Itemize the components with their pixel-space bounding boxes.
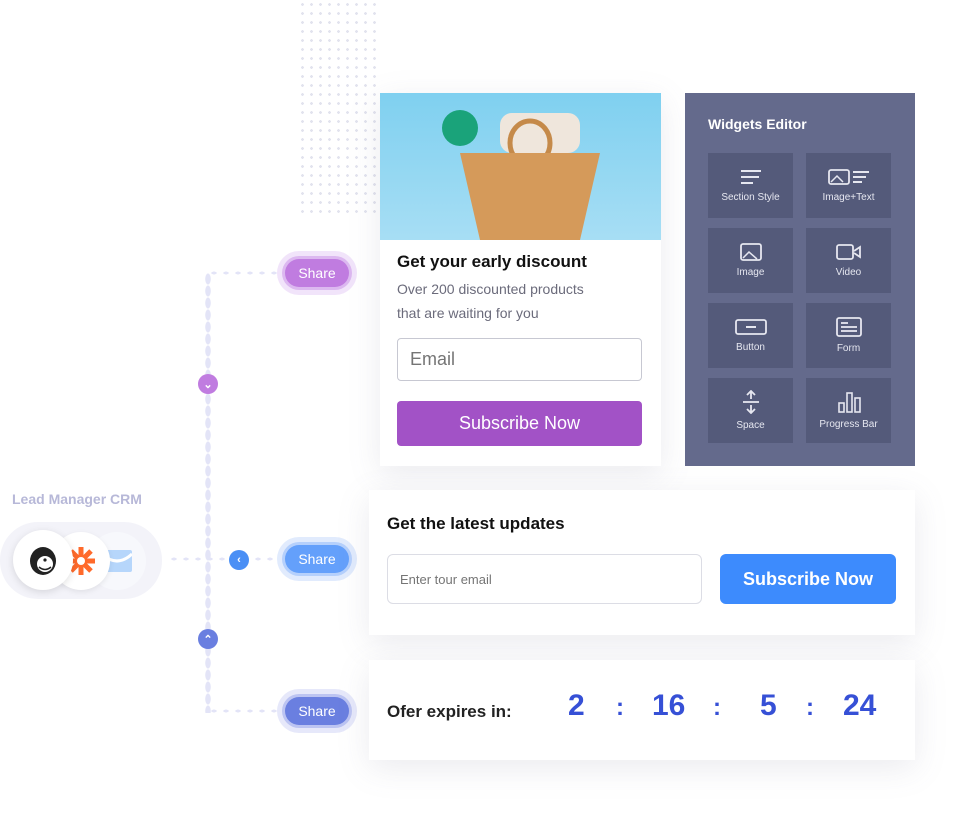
updates-title: Get the latest updates bbox=[387, 514, 565, 533]
share-button-top[interactable]: Share bbox=[285, 259, 349, 287]
connector-line-middle bbox=[168, 556, 280, 562]
widget-video[interactable]: Video bbox=[806, 228, 891, 293]
updates-card: Get the latest updates Subscribe Now bbox=[369, 490, 915, 635]
countdown-card bbox=[369, 660, 915, 760]
updates-subscribe-button[interactable]: Subscribe Now bbox=[720, 554, 896, 604]
crm-integrations bbox=[0, 522, 162, 599]
promo-desc-line2: that are waiting for you bbox=[397, 305, 539, 321]
promo-email-input[interactable] bbox=[397, 338, 642, 381]
widget-label: Button bbox=[736, 342, 765, 353]
connector-line-bottom bbox=[208, 708, 280, 714]
share-halo-top: Share bbox=[277, 251, 357, 295]
progress-bar-icon bbox=[837, 392, 861, 413]
widget-image[interactable]: Image bbox=[708, 228, 793, 293]
image-text-icon bbox=[827, 169, 869, 185]
form-icon bbox=[835, 317, 862, 337]
countdown-seconds: 24 bbox=[843, 689, 877, 722]
widget-progress-bar[interactable]: Progress Bar bbox=[806, 378, 891, 443]
widget-label: Progress Bar bbox=[819, 419, 878, 430]
promo-subscribe-button[interactable]: Subscribe Now bbox=[397, 401, 642, 446]
countdown-hours: 16 bbox=[652, 689, 686, 722]
share-halo-bottom: Share bbox=[277, 689, 357, 733]
video-icon bbox=[835, 244, 861, 260]
widget-image-text[interactable]: Image+Text bbox=[806, 153, 891, 218]
countdown-minutes: 5 bbox=[760, 689, 777, 722]
mailchimp-icon bbox=[13, 530, 73, 590]
widget-section-style[interactable]: Section Style bbox=[708, 153, 793, 218]
share-button-middle[interactable]: Share bbox=[285, 545, 349, 573]
countdown-separator: : bbox=[806, 694, 814, 721]
countdown-separator: : bbox=[713, 694, 721, 721]
share-button-bottom[interactable]: Share bbox=[285, 697, 349, 725]
chevron-down-icon[interactable]: ⌄ bbox=[198, 374, 218, 394]
widget-label: Form bbox=[836, 343, 861, 354]
section-style-icon bbox=[740, 170, 761, 184]
updates-email-input[interactable] bbox=[387, 554, 702, 604]
chevron-left-icon[interactable]: ‹ bbox=[229, 550, 249, 570]
countdown-days: 2 bbox=[568, 689, 585, 722]
widget-label: Image bbox=[736, 267, 765, 278]
button-icon bbox=[734, 319, 767, 335]
widget-space[interactable]: Space bbox=[708, 378, 793, 443]
chevron-up-icon[interactable]: ⌃ bbox=[198, 629, 218, 649]
countdown-separator: : bbox=[616, 694, 624, 721]
promo-title: Get your early discount bbox=[397, 252, 587, 271]
widget-label: Section Style bbox=[721, 192, 780, 203]
promo-image bbox=[380, 93, 661, 240]
crm-label: Lead Manager CRM bbox=[12, 491, 142, 507]
widget-label: Space bbox=[736, 420, 765, 431]
share-halo-middle: Share bbox=[277, 537, 357, 581]
connector-line-vertical bbox=[205, 273, 211, 713]
widget-label: Video bbox=[835, 267, 862, 278]
space-icon bbox=[742, 390, 759, 414]
image-icon bbox=[739, 243, 762, 261]
widgets-editor-title: Widgets Editor bbox=[708, 116, 807, 132]
widget-label: Image+Text bbox=[822, 192, 875, 203]
promo-card: Get your early discount Over 200 discoun… bbox=[380, 93, 661, 466]
widgets-editor-panel: Widgets Editor Section Style Image+Text … bbox=[685, 93, 915, 466]
connector-line-top bbox=[208, 270, 280, 276]
promo-desc-line1: Over 200 discounted products bbox=[397, 281, 584, 297]
countdown-label: Ofer expires in: bbox=[387, 702, 512, 721]
decorative-dot-grid bbox=[298, 0, 382, 216]
widget-button[interactable]: Button bbox=[708, 303, 793, 368]
widget-form[interactable]: Form bbox=[806, 303, 891, 368]
